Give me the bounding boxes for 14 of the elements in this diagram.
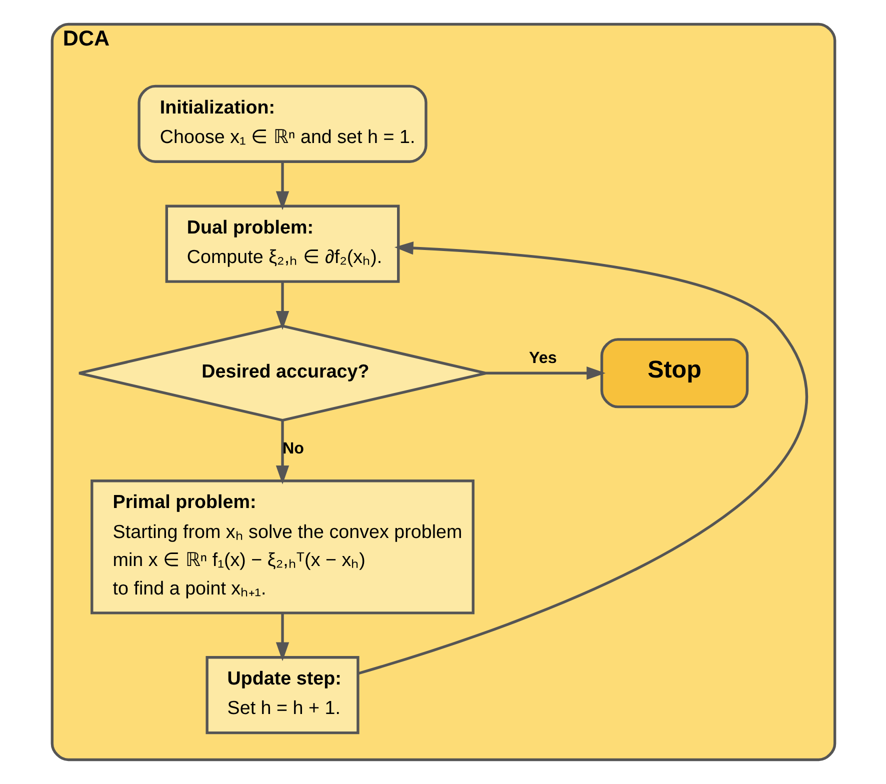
edge-label: Yes — [528, 349, 556, 368]
arrow — [275, 282, 289, 330]
arrow — [275, 613, 289, 662]
arrow — [275, 162, 289, 210]
node-box: Update step: Set h = h + 1. — [205, 656, 359, 734]
arrow — [358, 241, 807, 675]
node-diamond: Desired accuracy? — [77, 324, 487, 422]
node-box: Primal problem: Starting from xₕ solve the convex problem min x ∈ ℝⁿ f₁(x) − ξ₂,ₕᵀ(x − xₕ) to find a point xₕ₊₁. — [90, 480, 474, 614]
node-box: Initialization: Choose x₁ ∈ ℝⁿ and set h = 1. — [137, 84, 427, 163]
node-box: Stop — [600, 338, 748, 408]
node-box: Dual problem: Compute ξ₂,ₕ ∈ ∂f₂(xₕ). — [164, 204, 400, 283]
arrow — [486, 366, 605, 380]
arrow — [275, 420, 289, 484]
edge-label: No — [282, 439, 304, 458]
